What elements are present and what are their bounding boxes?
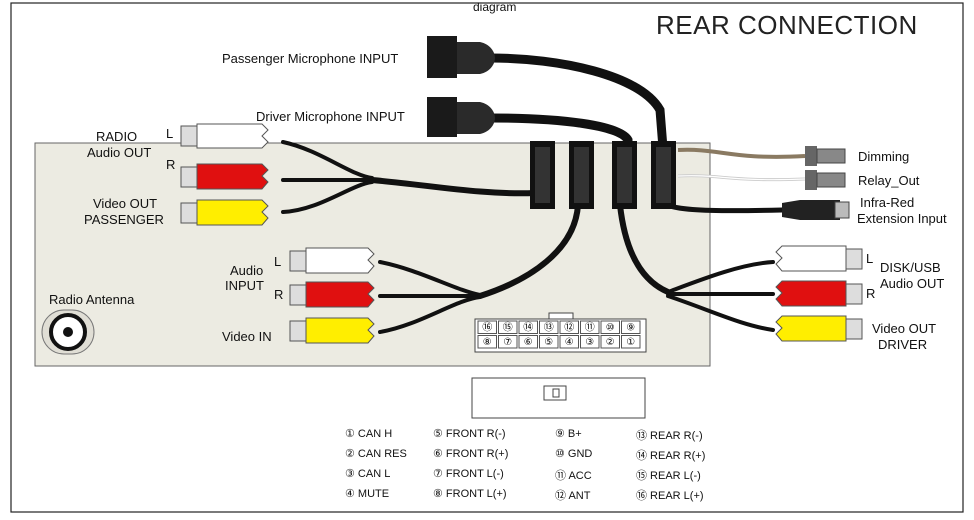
radio-antenna-label: Radio Antenna [49, 292, 135, 307]
pin-number: ⑬ [544, 322, 554, 334]
extension-input-label: Extension Input [857, 211, 947, 226]
relay-out-connector [805, 170, 846, 190]
video-out-driver-plug [775, 315, 863, 342]
pin-legend-item: ⑧ FRONT L(+) [433, 488, 507, 500]
disk-usb-r-plug [775, 280, 863, 307]
video-out-passenger-label: Video OUT [93, 196, 158, 211]
panel-connectors [530, 141, 676, 209]
pin-legend-item: ⑩ GND [555, 448, 593, 460]
dimming-label: Dimming [858, 149, 910, 164]
infra-red-label: Infra-Red [860, 195, 915, 210]
pin-cell [580, 335, 600, 349]
pin-cell [621, 335, 641, 349]
pin-cell [559, 335, 579, 349]
pin-cell [559, 320, 579, 334]
pin-legend-item: ① CAN H [345, 428, 393, 440]
video-out-driver-label: Video OUT [872, 321, 937, 336]
pin-legend-item: ⑭ REAR R(+) [636, 450, 706, 462]
passenger-mic-plug [427, 36, 495, 78]
pin-number: ⑫ [564, 322, 574, 334]
pin-cell [539, 320, 559, 334]
driver-label: DRIVER [878, 337, 928, 352]
pin-legend-item: ⑤ FRONT R(-) [433, 428, 506, 440]
pin-legend-item: ⑬ REAR R(-) [636, 430, 703, 442]
audio-input-l-label: L [274, 254, 282, 269]
pin-number: ③ [585, 337, 594, 348]
top-caption: diagram [473, 0, 517, 14]
video-in-label: Video IN [222, 329, 272, 344]
pin-cell [498, 320, 518, 334]
radio-label: RADIO [96, 129, 138, 144]
pin-number: ⑪ [585, 322, 595, 334]
disk-usb-l-plug [775, 245, 863, 272]
driver-mic-plug [427, 97, 495, 137]
radio-l-label: L [166, 126, 174, 141]
pin-legend-item: ⑯ REAR L(+) [636, 490, 704, 502]
pin-legend-item: ⑨ B+ [555, 428, 582, 440]
audio-label: Audio [230, 263, 264, 278]
frame-border [10, 2, 964, 513]
pin-number: ⑭ [523, 322, 533, 334]
pin-number: ⑧ [483, 337, 492, 348]
pin-cell [539, 335, 559, 349]
audio-input-r-label: R [274, 287, 284, 302]
driver-mic-label: Driver Microphone INPUT [256, 109, 405, 124]
pin-number: ⑨ [626, 323, 635, 334]
passenger-label: PASSENGER [84, 212, 164, 227]
pin-cell [600, 320, 620, 334]
radio-audio-out-label: Audio OUT [87, 145, 152, 160]
video-out-passenger-plug [180, 199, 269, 226]
pin-cell [600, 335, 620, 349]
pin-legend-item: ⑥ FRONT R(+) [433, 448, 509, 460]
relay-out-label: Relay_Out [858, 173, 920, 188]
audio-input-l-plug [289, 247, 375, 274]
pin-legend-item: ⑮ REAR L(-) [636, 470, 701, 482]
pin-number: ② [606, 337, 615, 348]
pin-number: ⑯ [482, 322, 492, 334]
pin-number: ⑥ [524, 337, 533, 348]
disk-usb-l-label: L [866, 251, 874, 266]
bottom-connector [471, 377, 646, 419]
pin-cell [477, 320, 497, 334]
pin-legend-item: ② CAN RES [345, 448, 407, 460]
radio-r-label: R [166, 157, 176, 172]
passenger-mic-label: Passenger Microphone INPUT [222, 51, 399, 66]
audio-input-r-plug [289, 281, 375, 308]
radio-audio-out-r-plug [180, 163, 269, 190]
page-title: REAR CONNECTION [656, 10, 918, 40]
pin-cell [518, 320, 538, 334]
infra-red-jack [782, 200, 850, 220]
radio-antenna-jack [41, 309, 95, 355]
pin-cell [518, 335, 538, 349]
pin-cell [580, 320, 600, 334]
pin-legend-item: ⑫ ANT [555, 490, 591, 502]
dimming-wire [677, 147, 806, 159]
pin-legend-item: ③ CAN L [345, 468, 391, 480]
pin-number: ① [626, 337, 635, 348]
pin-legend-item: ⑪ ACC [555, 470, 592, 482]
cables [281, 53, 785, 334]
disk-usb-audio-out-label: Audio OUT [880, 276, 945, 291]
disk-usb-label: DISK/USB [880, 260, 941, 275]
pin-legend-item: ④ MUTE [345, 488, 390, 500]
pin-number: ⑮ [503, 322, 513, 334]
radio-audio-out-l-plug [180, 123, 269, 149]
video-in-plug [289, 317, 375, 344]
audio-input-label: INPUT [225, 278, 264, 293]
pin-number: ⑩ [606, 323, 615, 334]
pin-number: ⑦ [503, 337, 512, 348]
pin-cell [477, 335, 497, 349]
pin-cell [498, 335, 518, 349]
dimming-connector [805, 146, 846, 166]
pin-number: ④ [565, 337, 574, 348]
pin-cell [621, 320, 641, 334]
pin-number: ⑤ [544, 337, 553, 348]
disk-usb-r-label: R [866, 286, 876, 301]
pin-legend-item: ⑦ FRONT L(-) [433, 468, 504, 480]
